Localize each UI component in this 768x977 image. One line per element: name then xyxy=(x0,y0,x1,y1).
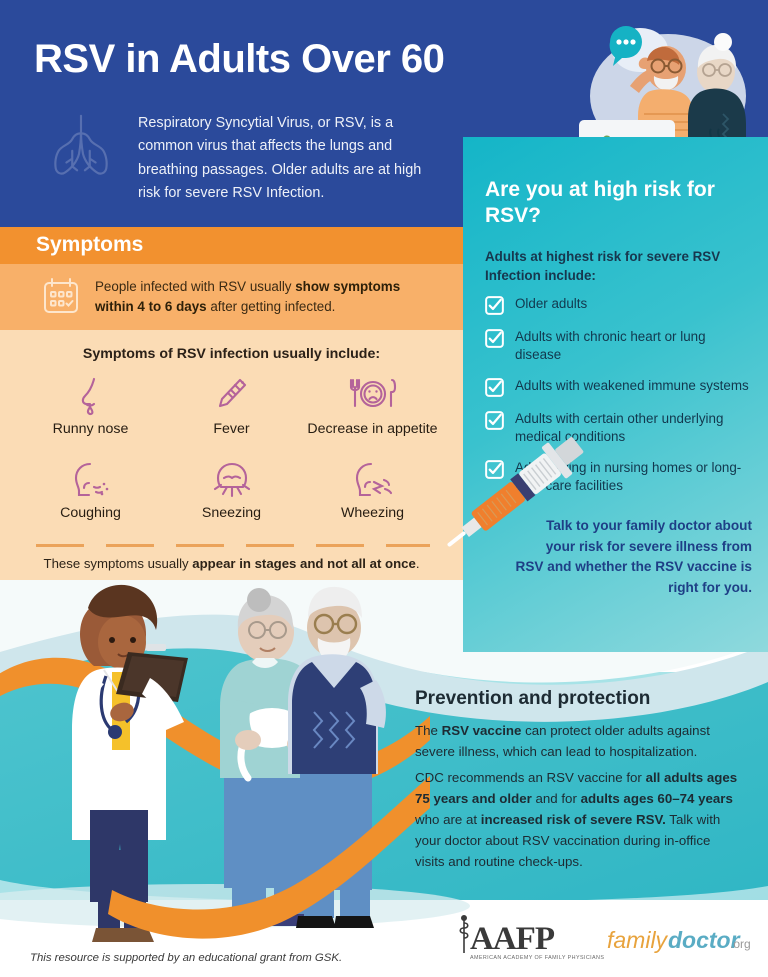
list-item: Adults with weakened immune systems xyxy=(485,377,755,398)
high-risk-subtitle: Adults at highest risk for severe RSV In… xyxy=(485,249,721,284)
prev-p2-d: who are at xyxy=(415,812,481,827)
list-item-label: Adults with weakened immune systems xyxy=(515,378,749,394)
older-man-figure xyxy=(288,586,386,928)
symptom-label: Fever xyxy=(213,421,250,437)
checkbox-checked-icon xyxy=(485,460,504,480)
list-item-label: Adults with chronic heart or lung diseas… xyxy=(515,329,706,363)
prevention-paragraph-2: CDC recommends an RSV vaccine for all ad… xyxy=(415,767,743,872)
lungs-icon xyxy=(54,114,108,175)
prevention-paragraph-1: The RSV vaccine can protect older adults… xyxy=(415,721,740,762)
plate-sad-face-icon xyxy=(349,378,396,408)
symptoms-band: Symptoms xyxy=(0,227,463,264)
page-title: RSV in Adults Over 60 xyxy=(34,37,445,81)
symptom-label: Wheezing xyxy=(340,504,405,521)
onset-bold: show symptoms within 4 to 6 days xyxy=(95,279,401,315)
familydoctor-doctor: doctor xyxy=(668,927,741,953)
list-item: Older adults xyxy=(485,295,755,315)
checkbox-checked-icon xyxy=(485,378,504,398)
symptoms-footnote: These symptoms usually appear in stages … xyxy=(0,556,463,571)
symptoms-list-heading: Symptoms of RSV infection usually includ… xyxy=(82,346,381,362)
high-risk-title: Are you at high risk for RSV? xyxy=(485,178,715,227)
onset-post: after getting infected. xyxy=(206,299,336,315)
symptoms-grid-section: Symptoms of RSV infection usually includ… xyxy=(0,330,463,580)
symptom-label: Runny nose xyxy=(52,421,129,437)
prev-p1-post: can protect older adults against severe … xyxy=(415,723,710,759)
symptoms-onset-row: People infected with RSV usually show sy… xyxy=(0,264,463,330)
symptom-item: Wheezing xyxy=(302,456,443,522)
older-woman-figure xyxy=(220,588,320,926)
high-risk-panel: Are you at high risk for RSV? Adults at … xyxy=(447,137,768,652)
symptom-item: Sneezing xyxy=(161,456,302,522)
doctor-with-older-couple-illustration xyxy=(0,584,430,942)
symptom-item: Coughing xyxy=(20,456,161,522)
onset-pre: People infected with RSV usually xyxy=(95,279,296,294)
divider-dashed xyxy=(36,544,430,547)
symptom-label: Coughing xyxy=(60,504,121,521)
calendar-icon xyxy=(44,278,78,313)
symptom-label: Sneezing xyxy=(201,504,262,521)
aafp-logo: AAFP AMERICAN ACADEMY OF FAMILY PHYSICIA… xyxy=(459,914,604,961)
prev-p2-b3: increased risk of severe RSV. xyxy=(480,812,666,827)
familydoctor-logo: family doctor .org xyxy=(607,927,751,953)
talk-to-doctor-callout: Talk to your family doctor about your ri… xyxy=(515,518,752,595)
caduceus-icon xyxy=(459,914,469,953)
prevention-title: Prevention and protection xyxy=(415,688,651,709)
high-risk-list: Older adults Adults with chronic heart o… xyxy=(485,295,755,509)
footnote-bold: appear in stages and not all at once xyxy=(192,556,416,571)
aafp-subtitle: AMERICAN ACADEMY OF FAMILY PHYSICIANS xyxy=(470,955,604,961)
list-item-label: Adults with certain other underlying med… xyxy=(515,411,724,445)
checkbox-checked-icon xyxy=(485,296,504,315)
footnote-post: . xyxy=(415,556,420,571)
prev-p2-b1: all adults ages 75 years and older xyxy=(415,770,738,806)
list-item-label: Older adults xyxy=(515,296,588,311)
list-item: Adults with certain other underlying med… xyxy=(485,410,755,446)
syringe-icon xyxy=(447,437,584,547)
prev-p1-bold: RSV vaccine xyxy=(441,723,522,738)
svg-text:AAFP: AAFP xyxy=(470,921,555,957)
checkbox-checked-icon xyxy=(485,411,504,431)
header-intro-text: Respiratory Syncytial Virus, or RSV, is … xyxy=(138,115,422,201)
symptoms-grid: Runny nose Fever xyxy=(20,372,443,522)
grant-note: This resource is supported by an educati… xyxy=(30,952,343,964)
list-item: Adults with chronic heart or lung diseas… xyxy=(485,328,755,364)
thermometer-icon xyxy=(218,378,246,408)
checkbox-checked-icon xyxy=(485,329,504,348)
prev-p2-e: Talk with your doctor about RSV vaccinat… xyxy=(415,812,721,869)
symptoms-onset-text: People infected with RSV usually show sy… xyxy=(95,277,425,317)
familydoctor-org: .org xyxy=(730,937,751,951)
symptom-item: Decrease in appetite xyxy=(302,372,443,438)
prev-p1-pre: The xyxy=(415,723,442,738)
footer-logos: AAFP AMERICAN ACADEMY OF FAMILY PHYSICIA… xyxy=(459,914,751,961)
symptom-label: Decrease in appetite xyxy=(307,421,438,437)
prev-p2-b2: adults ages 60–74 years xyxy=(580,791,733,806)
doctor-figure xyxy=(72,584,188,942)
familydoctor-family: family xyxy=(607,927,669,953)
coughing-head-icon xyxy=(74,462,108,496)
prev-p2-c: and for xyxy=(531,791,581,806)
wheezing-head-icon xyxy=(355,462,392,496)
symptoms-heading: Symptoms xyxy=(36,233,144,256)
runny-nose-icon xyxy=(81,377,95,416)
symptom-item: Runny nose xyxy=(20,372,161,438)
sneezing-face-icon xyxy=(213,462,250,497)
symptom-item: Fever xyxy=(161,372,302,438)
header-section: RSV in Adults Over 60 Respiratory Syncyt… xyxy=(0,0,768,227)
prev-p2-a: CDC recommends an RSV vaccine for xyxy=(415,770,646,785)
footnote-pre: These symptoms usually xyxy=(43,556,193,571)
